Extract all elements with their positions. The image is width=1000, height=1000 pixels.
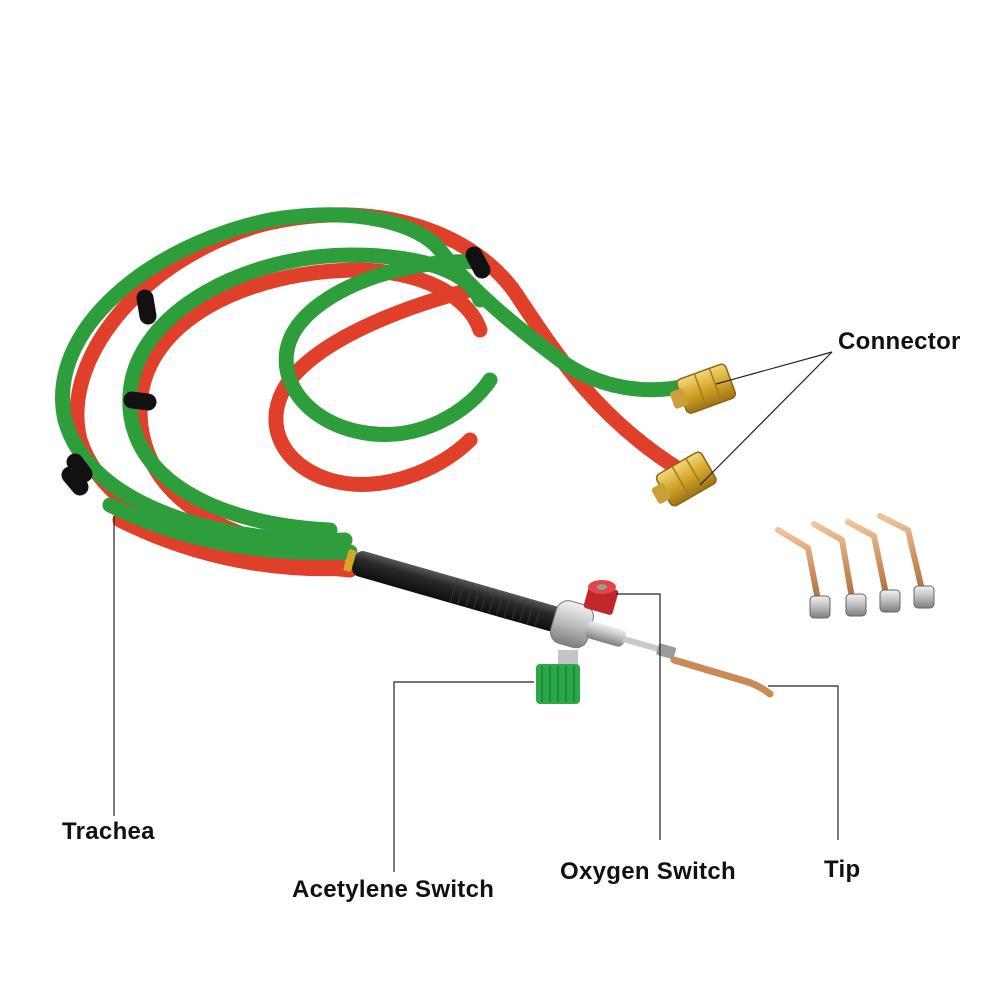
spare-tip — [811, 521, 867, 617]
acetylene-switch — [536, 650, 580, 704]
acetylene-switch-label: Acetylene Switch — [292, 876, 495, 903]
trachea-label: Trachea — [62, 818, 155, 845]
oxygen-leader — [616, 593, 661, 840]
oxygen-switch-label: Oxygen Switch — [560, 858, 736, 885]
torch-handle — [343, 549, 677, 660]
torch-tip — [670, 656, 774, 698]
connector-leader-1 — [715, 351, 833, 385]
acetylene-leader — [393, 681, 534, 872]
oxygen-switch — [583, 580, 619, 615]
spare-tip — [877, 513, 935, 609]
hose-bands — [61, 246, 491, 496]
spare-tip — [775, 527, 831, 619]
connector-label: Connector — [838, 328, 961, 355]
spare-tip — [845, 519, 901, 613]
tip-label: Tip — [824, 856, 861, 883]
hoses — [55, 207, 698, 578]
twin-hose-red — [112, 512, 360, 577]
connector-leader-2 — [699, 351, 833, 486]
connector-oxygen — [670, 363, 737, 414]
leader-lines — [113, 351, 839, 872]
connector-acetylene — [651, 451, 717, 507]
spare-tips — [775, 513, 935, 619]
acetylene-hose-inner — [132, 262, 488, 563]
oxygen-hose-loop — [278, 254, 498, 442]
twin-hose-green — [102, 497, 358, 560]
tip-leader — [768, 685, 839, 840]
acetylene-hose-loop — [268, 282, 478, 492]
oxygen-hose — [55, 207, 698, 548]
